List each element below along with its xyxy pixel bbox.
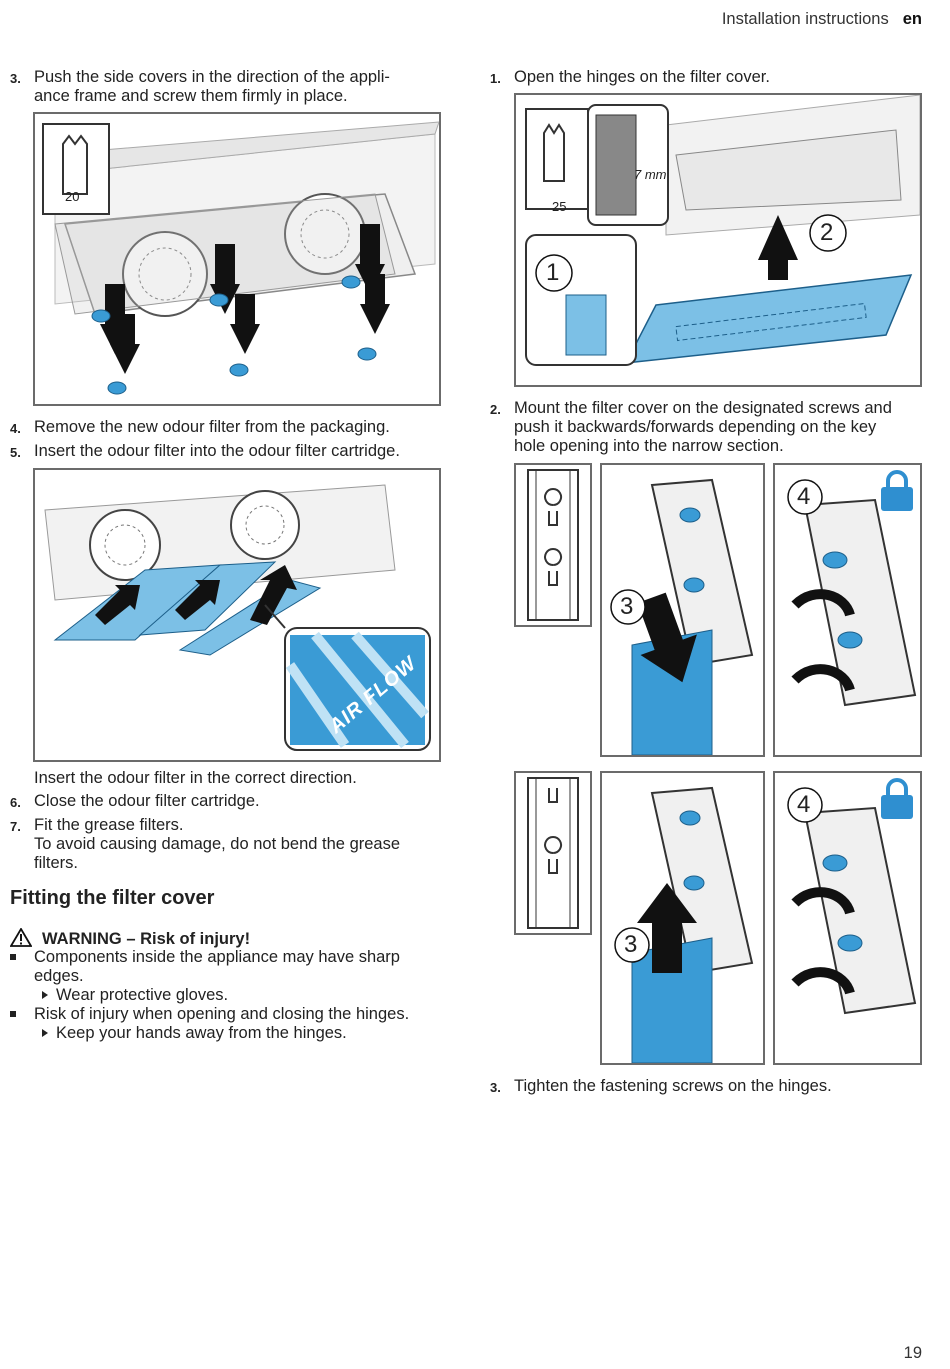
bullet-square (10, 1011, 16, 1017)
callout-4: 4 (797, 483, 811, 510)
figure-odour-filter: AIR FLOW (33, 468, 441, 762)
figure-push-up-3: 3 (600, 771, 765, 1065)
step-text-line: Fit the grease filters. (34, 816, 184, 834)
page-number: 19 (903, 1344, 922, 1362)
step-number: 1. (490, 71, 501, 86)
lock-icon (881, 795, 913, 841)
step-6-close-cartridge: 6. Close the odour filter cartridge. (10, 792, 450, 812)
sub-bullet-text: Keep your hands away from the hinges. (56, 1024, 347, 1042)
bullet-text-line: Components inside the appliance may have… (34, 948, 400, 966)
step-number: 3. (10, 71, 21, 86)
step-1-open-hinges: 1. Open the hinges on the filter cover. (490, 68, 930, 88)
step-number: 7. (10, 819, 21, 834)
step-number: 6. (10, 795, 21, 810)
step-number: 5. (10, 445, 21, 460)
step-5-insert-filter: 5. Insert the odour filter into the odou… (10, 442, 450, 462)
note-text: Insert the odour filter in the correct d… (34, 769, 357, 787)
step-text-line: hole opening into the narrow section. (514, 437, 784, 455)
page-header: Installation instructions en (722, 10, 922, 29)
figure-locked-4b: 4 (773, 771, 922, 1065)
bullet-text-line: Risk of injury when opening and closing … (34, 1005, 410, 1023)
warning-triangle-icon (9, 927, 33, 947)
step-text: Open the hinges on the filter cover. (514, 68, 770, 86)
tool-size-label: 25 (552, 199, 567, 214)
sub-bullet-gloves: Wear protective gloves. (42, 986, 442, 1006)
step-text: Close the odour filter cartridge. (34, 792, 260, 810)
step-4-remove-filter: 4. Remove the new odour filter from the … (10, 418, 450, 438)
callout-1: 1 (546, 259, 560, 286)
sub-bullet-hands: Keep your hands away from the hinges. (42, 1024, 442, 1044)
callout-3: 3 (620, 593, 634, 620)
step-text-line: To avoid causing damage, do not bend the… (34, 835, 401, 853)
step-3-push-covers: 3. Push the side covers in the direction… (10, 68, 450, 108)
warning-heading: WARNING – Risk of injury! (9, 927, 251, 949)
step-text-line: Push the side covers in the direction of… (34, 68, 390, 86)
bullet-square (10, 954, 16, 960)
step-number: 4. (10, 421, 21, 436)
bullet-hinges: Risk of injury when opening and closing … (10, 1005, 450, 1025)
figure-push-down-3: 3 (600, 463, 765, 757)
figure-side-covers: 20 (33, 112, 441, 406)
callout-3: 3 (624, 931, 638, 958)
step-text-line: push it backwards/forwards depending on … (514, 418, 877, 436)
step-text-line: ance frame and screw them firmly in plac… (34, 87, 348, 105)
header-language: en (902, 10, 922, 28)
bullet-text-line: edges. (34, 967, 84, 985)
figure-locked-4: 4 (773, 463, 922, 757)
lock-icon (881, 487, 913, 533)
step-text-line: Mount the filter cover on the designated… (514, 399, 892, 417)
section-title: Fitting the filter cover (10, 887, 215, 909)
callout-2: 2 (820, 219, 834, 246)
step-text-line: filters. (34, 854, 79, 872)
figure-filter-cover-hinges: 25 7 mm 1 2 (514, 93, 922, 387)
measure-label: 7 mm (634, 167, 667, 182)
step-text: Tighten the fastening screws on the hing… (514, 1077, 832, 1095)
step-number: 3. (490, 1080, 501, 1095)
figure-keyhole-rail-2 (514, 771, 592, 935)
figure-keyhole-rail-1 (514, 463, 592, 627)
sub-bullet-arrow-icon (42, 1029, 48, 1037)
step-text: Remove the new odour filter from the pac… (34, 418, 390, 436)
tool-size-label: 20 (65, 189, 80, 204)
warning-text: WARNING – Risk of injury! (42, 930, 251, 948)
step-number: 2. (490, 402, 501, 417)
step-2-mount-cover: 2. Mount the filter cover on the designa… (490, 399, 930, 459)
note-filter-direction: Insert the odour filter in the correct d… (10, 769, 450, 789)
header-section: Installation instructions (721, 10, 889, 28)
step-text: Insert the odour filter into the odour f… (34, 442, 400, 460)
bullet-sharp-edges: Components inside the appliance may have… (10, 948, 450, 988)
sub-bullet-text: Wear protective gloves. (56, 986, 229, 1004)
step-3-tighten-screws: 3. Tighten the fastening screws on the h… (490, 1077, 930, 1097)
callout-4: 4 (797, 791, 811, 818)
step-7-grease-filters: 7. Fit the grease filters. To avoid caus… (10, 816, 450, 876)
sub-bullet-arrow-icon (42, 991, 48, 999)
